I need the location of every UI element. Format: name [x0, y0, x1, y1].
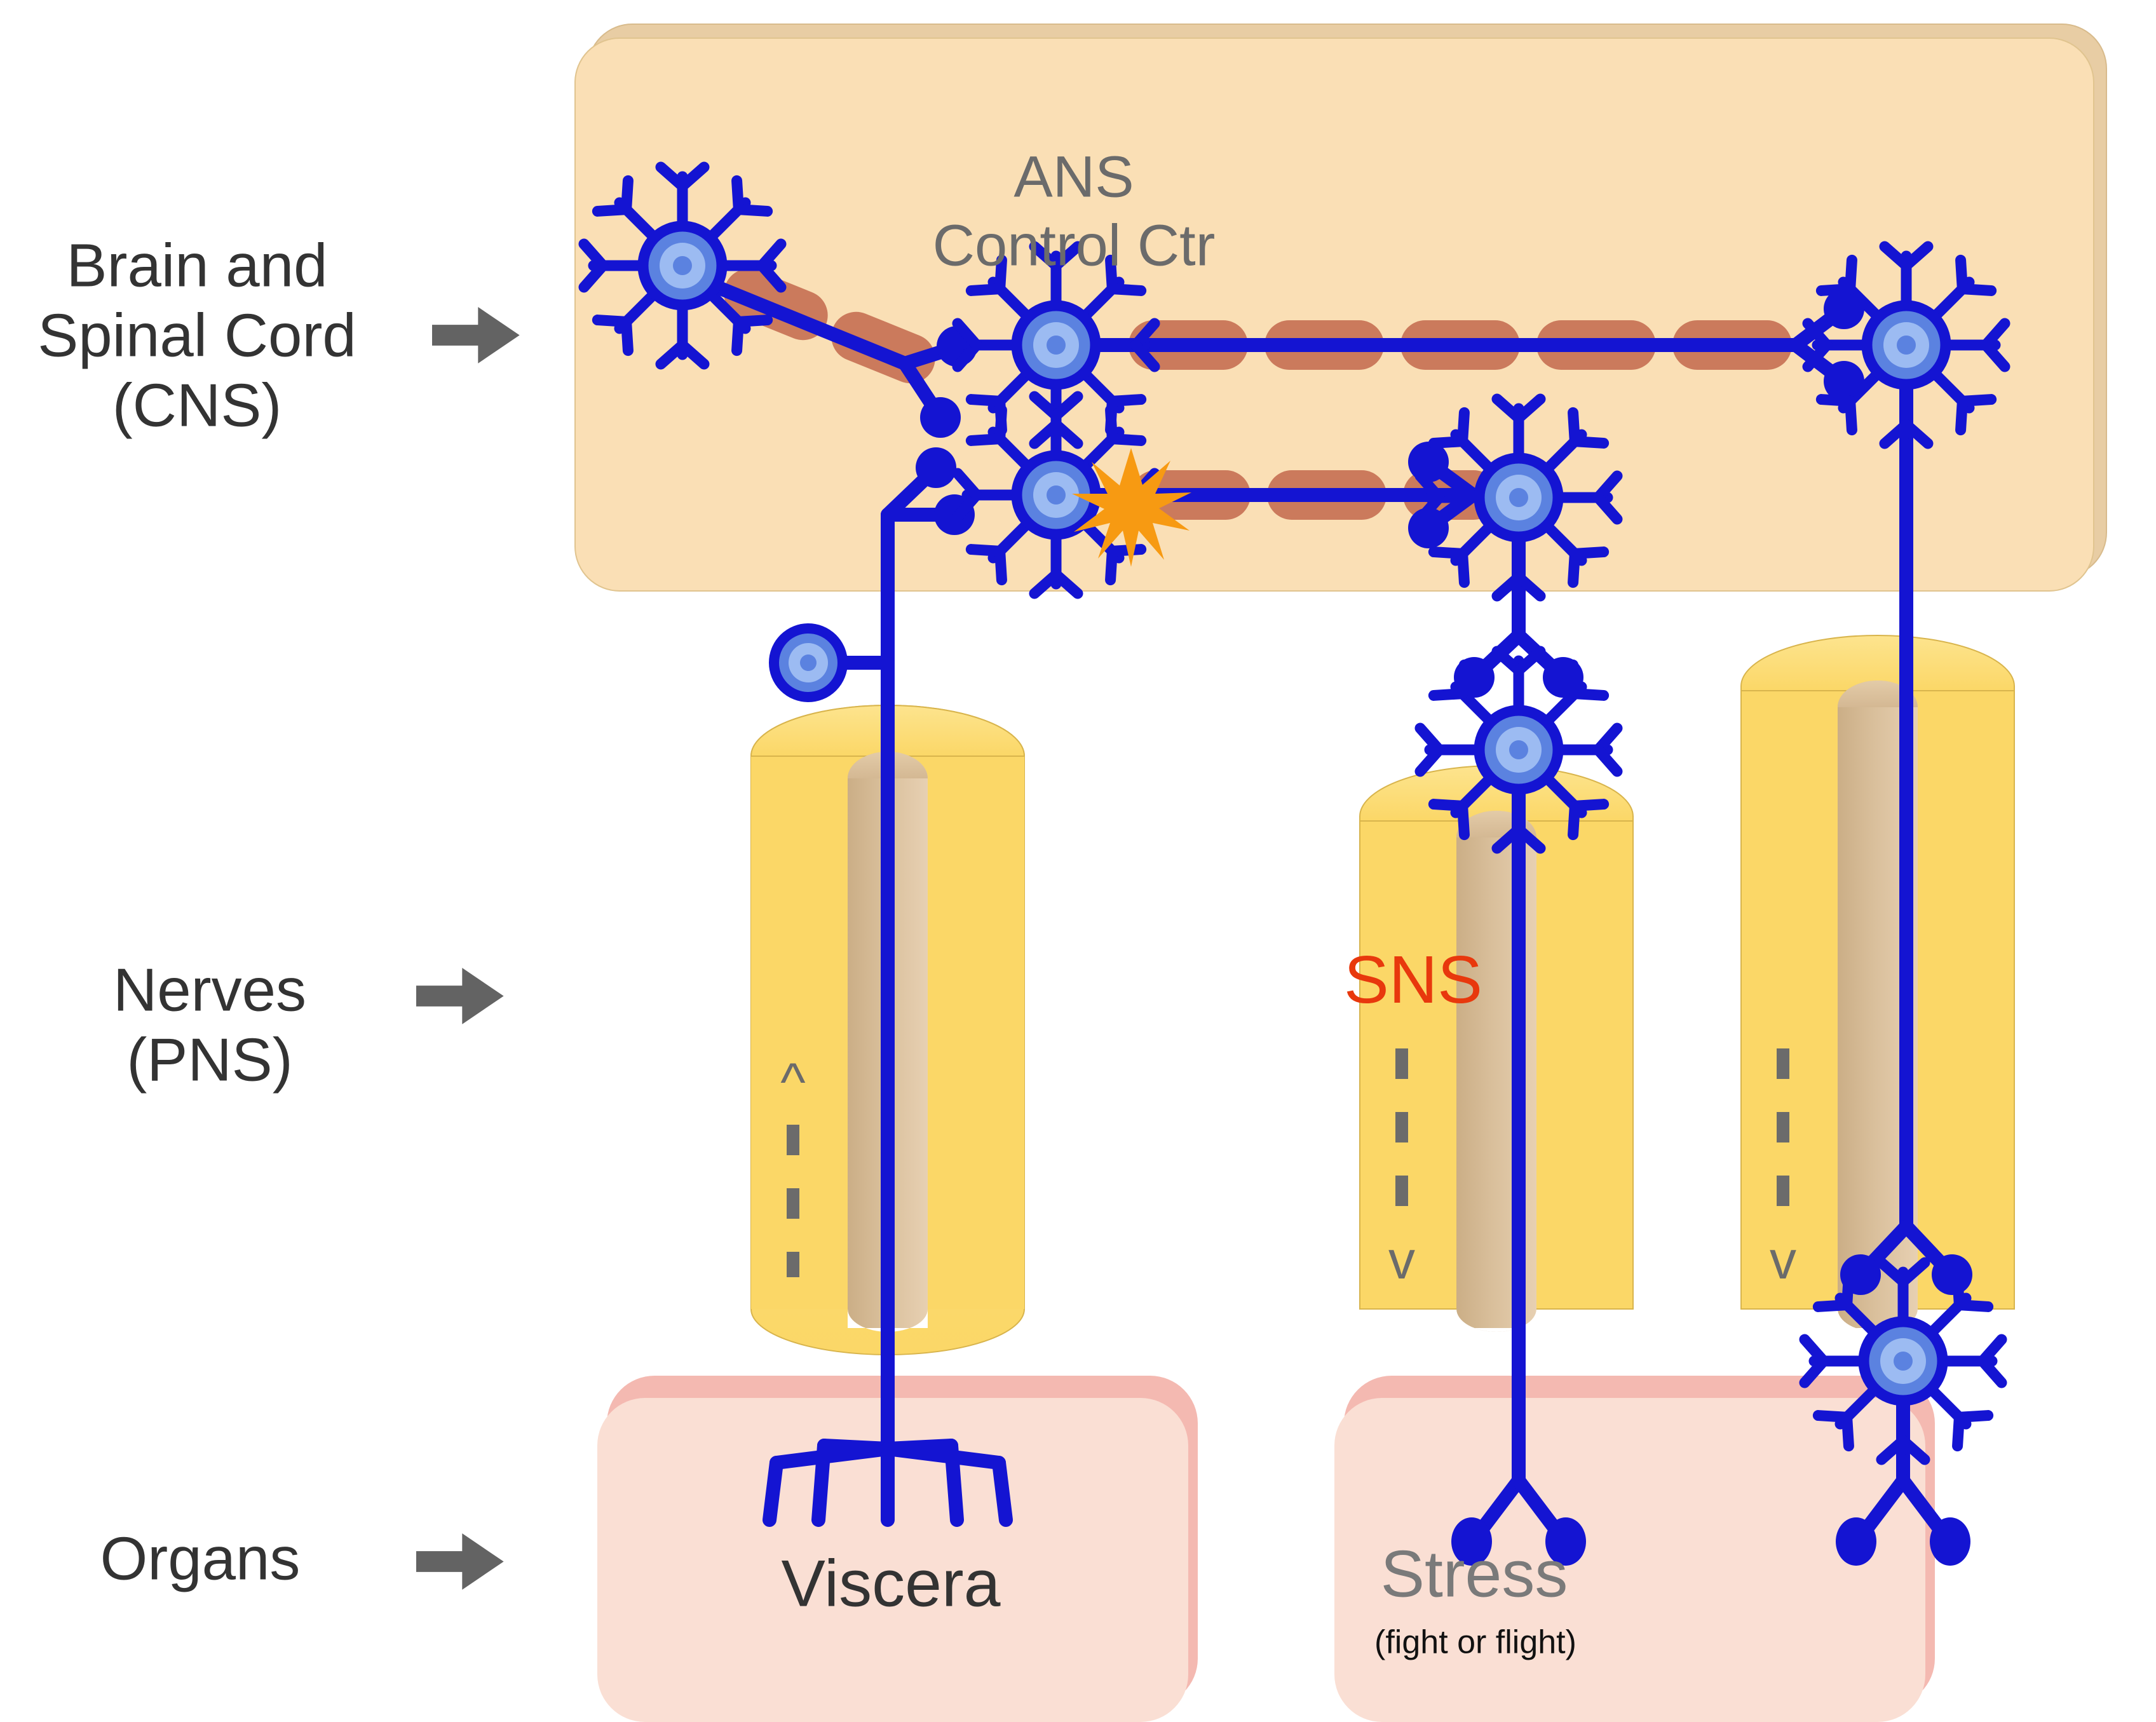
viscera-terminal-r2b [944, 1439, 964, 1527]
viscera-terminal-r2 [881, 1439, 958, 1456]
cns-label-line-2: Spinal Cord [37, 301, 356, 369]
axon-terminal-bouton [1451, 1517, 1492, 1566]
axon-terminal-bouton [1836, 1517, 1876, 1566]
viscera-terminal-r1b [992, 1456, 1013, 1527]
pns-label-line-1: Nerves [113, 956, 306, 1024]
ans-title-line-2: Control Ctr [933, 213, 1216, 278]
axon-terminal-bouton [920, 397, 961, 438]
nerve-inner-core [1838, 681, 1918, 1332]
viscera-box-fill [597, 1398, 1188, 1722]
nerve-middle: SNS v [1344, 765, 1634, 1332]
ans-title-line-1: ANS [1014, 144, 1134, 209]
right-arrow-icon [432, 307, 520, 363]
nerve-right: v [1740, 635, 2015, 1332]
viscera-label-group: Viscera [782, 1547, 1001, 1620]
cns-box-fill [574, 37, 2094, 592]
stress-title: Stress [1381, 1537, 1568, 1611]
sns-label: SNS [1344, 942, 1482, 1017]
viscera-terminal-l2 [817, 1439, 895, 1456]
cns-label-line-1: Brain and [67, 231, 328, 299]
row-label-cns: Brain and Spinal Cord (CNS) [37, 231, 520, 439]
axon-afferent-1 [700, 276, 912, 370]
row-label-organs: Organs [100, 1524, 504, 1592]
nerve-left-direction-marker: ^ [780, 1052, 805, 1112]
stress-box-fill [1334, 1398, 1925, 1722]
right-arrow-icon [416, 1533, 504, 1590]
viscera-terminal-l1b [763, 1456, 783, 1527]
axon-terminal-bouton [1545, 1517, 1586, 1566]
row-label-pns: Nerves (PNS) [113, 956, 504, 1094]
organs-label-line-1: Organs [100, 1524, 301, 1592]
nerve-top-dome [1740, 635, 2015, 691]
cns-label-line-3: (CNS) [112, 371, 282, 439]
nerve-middle-direction-marker: v [1388, 1230, 1415, 1290]
axon-terminal-bouton [1930, 1517, 1970, 1566]
organ-box-stress [1334, 1376, 1935, 1722]
pns-label-line-2: (PNS) [126, 1026, 292, 1094]
viscera-terminal-l2b [811, 1439, 831, 1527]
nerve-right-direction-marker: v [1770, 1230, 1796, 1290]
ans-control-center-title: ANS Control Ctr [933, 144, 1216, 278]
axon-terminal-bouton [1932, 1254, 1972, 1295]
stress-subtitle: (fight or flight) [1374, 1624, 1576, 1661]
stress-label-group: Stress (fight or flight) [1374, 1537, 1576, 1660]
nerve-core-dome [1838, 681, 1918, 707]
viscera-title: Viscera [782, 1547, 1001, 1620]
pns-ganglion-left[interactable] [774, 628, 843, 697]
right-arrow-icon [416, 968, 504, 1024]
organ-box-viscera [597, 1376, 1198, 1722]
axon-terminal-bouton [916, 447, 956, 488]
